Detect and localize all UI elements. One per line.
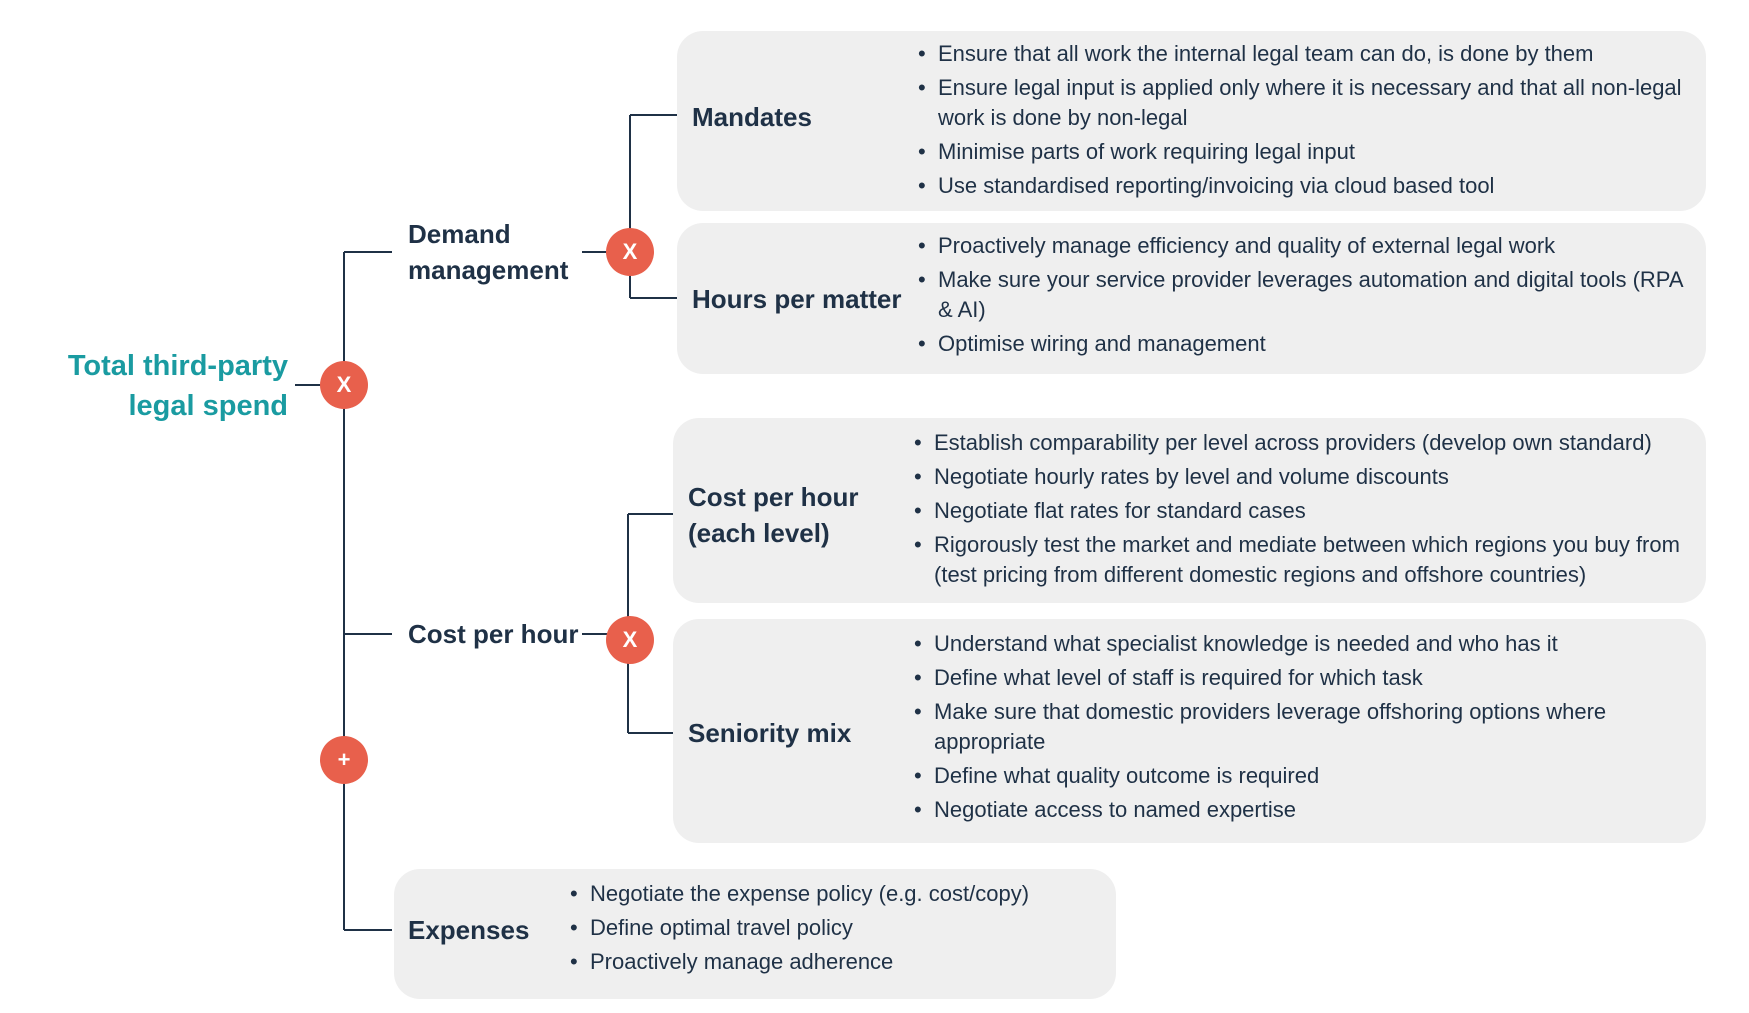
list-mandates: Ensure that all work the internal legal … <box>918 39 1686 205</box>
multiply-operator-demand: X <box>606 228 654 276</box>
list-item: Negotiate hourly rates by level and volu… <box>914 462 1690 492</box>
multiply-operator-root: X <box>320 361 368 409</box>
node-expenses: Expenses <box>408 915 530 945</box>
node-cost-per-level-line1: Cost per hour <box>688 482 859 512</box>
root-title: Total third-party legal spend <box>24 346 288 426</box>
node-demand-line1: Demand <box>408 219 511 249</box>
list-hours-per-matter: Proactively manage efficiency and qualit… <box>918 231 1686 363</box>
list-item: Negotiate access to named expertise <box>914 795 1690 825</box>
list-seniority-mix: Understand what specialist knowledge is … <box>914 629 1690 829</box>
list-item: Define what level of staff is required f… <box>914 663 1690 693</box>
root-title-line1: Total third-party <box>67 350 288 382</box>
list-item: Use standardised reporting/invoicing via… <box>918 171 1686 201</box>
list-expenses: Negotiate the expense policy (e.g. cost/… <box>570 879 1100 981</box>
node-seniority-mix: Seniority mix <box>688 718 852 748</box>
list-cost-per-level: Establish comparability per level across… <box>914 428 1690 594</box>
list-item: Define optimal travel policy <box>570 913 1100 943</box>
list-item: Optimise wiring and management <box>918 329 1686 359</box>
plus-operator: + <box>320 736 368 784</box>
list-item: Ensure that all work the internal legal … <box>918 39 1686 69</box>
node-cost-per-hour: Cost per hour <box>408 619 579 649</box>
node-cost-per-level: Cost per hour (each level) <box>688 479 858 551</box>
root-title-line2: legal spend <box>128 390 288 422</box>
list-item: Define what quality outcome is required <box>914 761 1690 791</box>
list-item: Proactively manage efficiency and qualit… <box>918 231 1686 261</box>
list-item: Establish comparability per level across… <box>914 428 1690 458</box>
list-item: Make sure that domestic providers levera… <box>914 697 1690 757</box>
node-demand-management: Demand management <box>408 216 568 288</box>
node-cost-per-level-line2: (each level) <box>688 518 830 548</box>
list-item: Proactively manage adherence <box>570 947 1100 977</box>
list-item: Rigorously test the market and mediate b… <box>914 530 1690 590</box>
list-item: Negotiate the expense policy (e.g. cost/… <box>570 879 1100 909</box>
list-item: Make sure your service provider leverage… <box>918 265 1686 325</box>
node-hours-per-matter: Hours per matter <box>692 284 902 314</box>
list-item: Negotiate flat rates for standard cases <box>914 496 1690 526</box>
list-item: Understand what specialist knowledge is … <box>914 629 1690 659</box>
list-item: Minimise parts of work requiring legal i… <box>918 137 1686 167</box>
node-demand-line2: management <box>408 255 569 285</box>
node-mandates: Mandates <box>692 102 812 132</box>
list-item: Ensure legal input is applied only where… <box>918 73 1686 133</box>
multiply-operator-cost: X <box>606 616 654 664</box>
